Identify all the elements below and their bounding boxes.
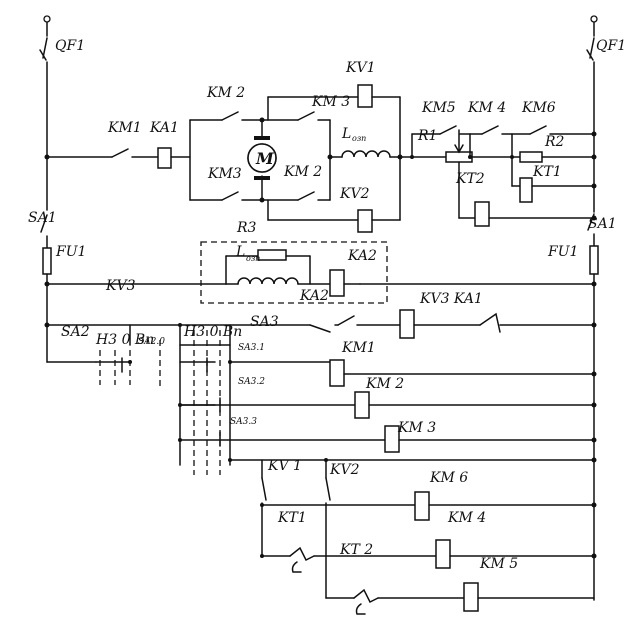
kv1-contact-label: KV 1 [267, 458, 302, 474]
motor-label: M [255, 149, 275, 168]
km6-coil-label: KM 6 [429, 470, 468, 486]
fu1-right-label: FU1 [547, 244, 578, 260]
right-power-rail [586, 21, 599, 601]
l-ozp-main-label: L [341, 126, 351, 142]
l-ozp-main-subscript: озп [352, 134, 366, 143]
kv2-contact-label: KV2 [329, 462, 360, 478]
km1-coil-label: KM1 [341, 340, 376, 356]
r1-label: R1 [417, 128, 437, 144]
kt1-coil-label: KT1 [532, 164, 562, 180]
resistor-section [399, 125, 595, 227]
kt2-contact-label: KT 2 [339, 542, 373, 558]
junction-dots [44, 117, 597, 559]
km2-coil-label: KM 2 [365, 376, 404, 392]
qf1-left-label: QF1 [55, 38, 85, 54]
sa1-left-label: SA1 [28, 210, 57, 226]
km1-contact-label: KM1 [107, 120, 142, 136]
l-ozp-box-subscript: озп [246, 254, 260, 263]
kv3-label: KV3 [105, 278, 136, 294]
ka2-box-label: KA2 [347, 248, 377, 264]
km4-coil-label: KM 4 [447, 510, 486, 526]
ka2-coil-label: KA2 [299, 288, 329, 304]
labels: QF1 QF1 SA1 SA1 FU1 FU1 KM1 KA1 KM 2 KM … [28, 38, 626, 572]
left-power-rail [39, 21, 97, 363]
kv3-ka1-label: KV3 KA1 [419, 291, 483, 307]
sa3-2-label: SA3.2 [238, 377, 265, 387]
km6-contact-label: KM6 [521, 100, 556, 116]
fu1-left-label: FU1 [55, 244, 86, 260]
sa1-right-label: SA1 [588, 216, 617, 232]
kt1-contact-label: KT1 [277, 510, 307, 526]
km3-top-label: KM 3 [311, 94, 350, 110]
km5-contact-label: KM5 [421, 100, 456, 116]
sa3-1-label: SA3.1 [238, 343, 265, 353]
l-ozp-box-label: L [235, 244, 245, 260]
kt2-coil-label: KT2 [455, 171, 485, 187]
kv1-coil-label: KV1 [345, 60, 375, 76]
ka1-coil-label: KA1 [149, 120, 179, 136]
terminal-right [590, 15, 598, 23]
qf1-right-label: QF1 [596, 38, 626, 54]
km2-top-label: KM 2 [206, 85, 245, 101]
sa3-label: SA3 [250, 314, 279, 330]
field-winding-box [200, 241, 388, 304]
km4-contact-label: KM 4 [467, 100, 506, 116]
r2-label: R2 [544, 134, 565, 150]
r3-label: R3 [236, 220, 257, 236]
control-circuit [46, 309, 595, 615]
sa2-0-label: SA2.0 [138, 337, 165, 347]
kv2-coil-label: KV2 [339, 186, 370, 202]
sa3-3-label: SA3.3 [230, 417, 257, 427]
km2-bottom-label: KM 2 [283, 164, 322, 180]
km5-coil-label: KM 5 [479, 556, 518, 572]
km3-bottom-label: KM3 [207, 166, 242, 182]
selector-switches [95, 323, 232, 475]
sa2-label: SA2 [61, 324, 90, 340]
motor [247, 136, 277, 180]
sa2-positions-label: Н3 0 Вп [95, 332, 154, 348]
sa3-positions-label: Н3 0 Вп [183, 324, 242, 340]
km3-coil-label: KM 3 [397, 420, 436, 436]
terminal-left [43, 15, 51, 23]
